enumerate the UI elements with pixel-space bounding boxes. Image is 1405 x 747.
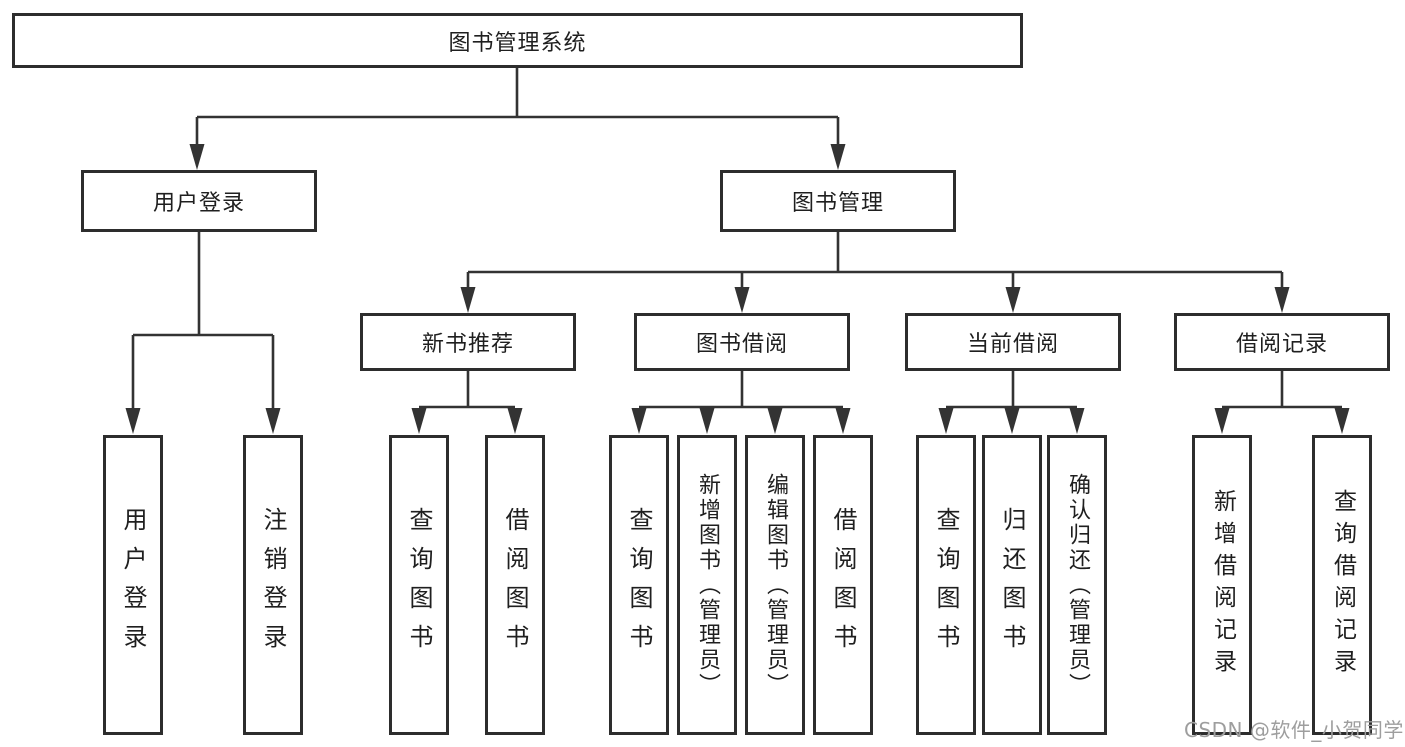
arrowheads [125, 144, 1350, 434]
node-book-borrow: 图书借阅 [634, 313, 850, 371]
leaf-label: 新增借阅记录 [1209, 489, 1236, 681]
leaf-label: 确认归还（管理员） [1065, 472, 1090, 698]
leaf-label: 查询图书 [625, 507, 653, 663]
leaf-query-books-borrow: 查询图书 [609, 435, 669, 735]
leaf-edit-books-admin: 编辑图书（管理员） [745, 435, 805, 735]
leaf-label: 借阅图书 [829, 507, 857, 663]
leaf-label: 归还图书 [998, 507, 1026, 663]
leaf-label: 用户登录 [119, 507, 147, 663]
leaf-label: 查询图书 [932, 507, 960, 663]
leaf-borrow-books-recommend: 借阅图书 [485, 435, 545, 735]
node-label: 图书借阅 [695, 332, 788, 357]
leaf-logout-login: 注销登录 [243, 435, 303, 735]
node-label: 用户登录 [152, 191, 245, 216]
leaf-label: 注销登录 [259, 507, 287, 663]
node-user-login: 用户登录 [81, 170, 317, 232]
leaf-add-books-admin: 新增图书（管理员） [677, 435, 737, 735]
leaf-return-books: 归还图书 [982, 435, 1042, 735]
leaf-label: 查询借阅记录 [1329, 489, 1356, 681]
leaf-query-books-current: 查询图书 [916, 435, 976, 735]
node-current-borrow: 当前借阅 [905, 313, 1121, 371]
node-label: 图书管理系统 [448, 30, 587, 56]
node-new-book-recommend: 新书推荐 [360, 313, 576, 371]
leaf-query-books-recommend: 查询图书 [389, 435, 449, 735]
leaf-borrow-books-borrow: 借阅图书 [813, 435, 873, 735]
node-label: 当前借阅 [966, 332, 1059, 357]
node-borrow-records: 借阅记录 [1174, 313, 1390, 371]
leaf-add-borrow-record: 新增借阅记录 [1192, 435, 1252, 735]
watermark-text: CSDN @软件_小贺同学 [1184, 718, 1404, 742]
leaf-confirm-return-admin: 确认归还（管理员） [1047, 435, 1107, 735]
node-label: 图书管理 [791, 191, 884, 216]
node-label: 新书推荐 [421, 332, 514, 357]
leaf-label: 编辑图书（管理员） [763, 472, 788, 698]
leaf-label: 借阅图书 [501, 507, 529, 663]
node-book-management: 图书管理 [720, 170, 956, 232]
leaf-label: 新增图书（管理员） [695, 472, 720, 698]
leaf-user-login: 用户登录 [103, 435, 163, 735]
node-label: 借阅记录 [1235, 332, 1328, 357]
leaf-label: 查询图书 [405, 507, 433, 663]
leaf-query-borrow-record: 查询借阅记录 [1312, 435, 1372, 735]
node-library-system: 图书管理系统 [12, 13, 1023, 68]
